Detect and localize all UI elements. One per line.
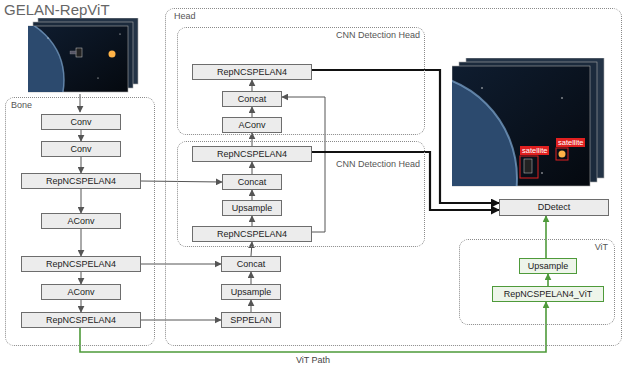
block-label: Concat — [238, 177, 267, 188]
group-label-holder: Bone — [11, 100, 32, 111]
vit-block: Upsample — [519, 258, 577, 274]
layer-block: Concat — [222, 174, 282, 190]
block-label: RepNCSPELAN4 — [217, 67, 287, 78]
connector — [252, 216, 253, 226]
detection-tag: satellite — [520, 146, 549, 155]
connector — [252, 80, 253, 91]
tag-holder: satellite — [520, 146, 549, 155]
title-holder: GELAN-RepViT — [4, 1, 110, 18]
connector — [81, 229, 82, 256]
block-label: Conv — [70, 144, 91, 155]
connector — [141, 181, 222, 182]
group-label: ViT — [595, 242, 608, 253]
block-label: DDetect — [538, 202, 571, 213]
group-region: CNN Detection HeadRepNCSPELAN4ConcatACon… — [177, 27, 425, 135]
connector — [81, 157, 82, 173]
layer-block: Concat — [222, 91, 282, 107]
output-image — [452, 58, 612, 193]
group-label: Bone — [11, 100, 32, 111]
layer-block: AConv — [41, 284, 121, 300]
group-region: CNN Detection HeadRepNCSPELAN4ConcatUpsa… — [177, 141, 425, 247]
connector — [252, 162, 253, 174]
group-label: CNN Detection Head — [336, 159, 420, 170]
connector — [81, 189, 82, 213]
detection-tag: satellite — [556, 138, 585, 147]
layer-block: AConv — [41, 213, 121, 229]
connector — [252, 190, 253, 200]
layer-block: RepNCSPELAN4 — [192, 64, 312, 80]
diagram-title: GELAN-RepViT — [4, 1, 110, 18]
layer-block: AConv — [222, 117, 282, 133]
connector — [81, 300, 82, 312]
path-label: ViT Path — [294, 355, 332, 366]
block-label: Concat — [237, 259, 266, 270]
block-label: Upsample — [528, 261, 569, 272]
block-label: RepNCSPELAN4 — [46, 259, 116, 270]
connector — [81, 272, 82, 284]
connector — [251, 242, 252, 256]
group-label-holder: ViT — [595, 242, 608, 253]
connector — [80, 302, 546, 352]
layer-block: RepNCSPELAN4 — [21, 312, 141, 328]
vit-block: RepNCSPELAN4_ViT — [492, 286, 604, 302]
block-label: RepNCSPELAN4 — [217, 149, 287, 160]
layer-block: DDetect — [499, 199, 609, 216]
connector — [141, 320, 221, 321]
group-label-holder: Head — [174, 11, 196, 22]
block-label: AConv — [67, 287, 94, 298]
layer-block: RepNCSPELAN4 — [21, 173, 141, 189]
group-label-holder: CNN Detection Head — [336, 30, 420, 41]
layer-block: Upsample — [221, 284, 281, 300]
connector — [252, 107, 253, 117]
block-label: Upsample — [232, 203, 273, 214]
layer-block: SPPELAN — [221, 312, 281, 328]
block-label: RepNCSPELAN4 — [46, 315, 116, 326]
connector — [545, 216, 547, 258]
group-label: CNN Detection Head — [336, 30, 420, 41]
layer-block: Concat — [221, 256, 281, 272]
input-image — [28, 18, 140, 94]
connector — [141, 264, 221, 265]
layer-block: Conv — [41, 114, 121, 130]
block-label: RepNCSPELAN4 — [46, 176, 116, 187]
block-label: RepNCSPELAN4_ViT — [504, 289, 592, 300]
group-region: HeadCNN Detection HeadRepNCSPELAN4Concat… — [165, 8, 622, 346]
group-label-holder: CNN Detection Head — [336, 159, 420, 170]
block-label: Concat — [238, 94, 267, 105]
block-label: SPPELAN — [230, 315, 272, 326]
block-label: RepNCSPELAN4 — [217, 229, 287, 240]
edge-label-holder: ViT Path — [294, 355, 332, 366]
group-region: BoneConvConvRepNCSPELAN4AConvRepNCSPELAN… — [5, 97, 155, 346]
block-label: AConv — [67, 216, 94, 227]
layer-block: RepNCSPELAN4 — [192, 226, 312, 242]
layer-block: RepNCSPELAN4 — [192, 146, 312, 162]
tag-holder: satellite — [556, 138, 585, 147]
layer-block: Conv — [41, 141, 121, 157]
block-label: AConv — [238, 120, 265, 131]
connector — [547, 274, 549, 286]
connector — [282, 97, 325, 232]
block-label: Conv — [70, 117, 91, 128]
block-label: Upsample — [231, 287, 272, 298]
layer-block: Upsample — [222, 200, 282, 216]
group-label: Head — [174, 11, 196, 22]
layer-block: RepNCSPELAN4 — [21, 256, 141, 272]
group-region: ViT UpsampleRepNCSPELAN4_ViT — [459, 239, 615, 325]
connector — [251, 300, 252, 312]
connector — [81, 130, 82, 141]
connector — [251, 272, 252, 284]
